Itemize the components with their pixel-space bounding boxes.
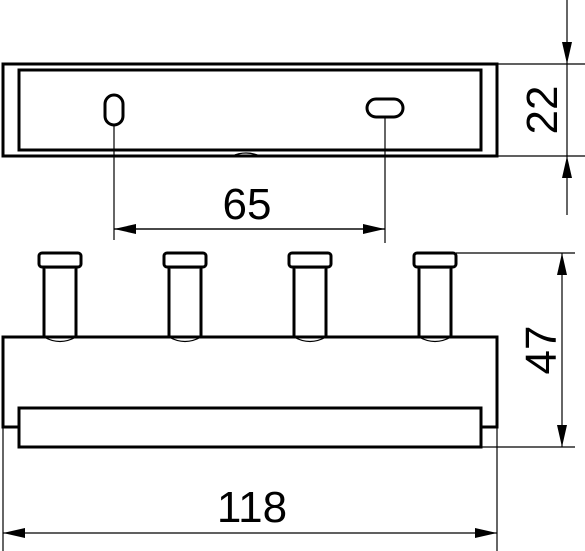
- mounting-hole-vertical: [103, 93, 125, 127]
- dimension-height-top-label: 22: [518, 86, 567, 135]
- front-view-bottom-bar: [17, 406, 483, 449]
- top-view-inner-plate: [17, 68, 483, 152]
- front-view-body: [1, 335, 499, 449]
- hook-pin-4: [412, 251, 458, 343]
- top-view-outer-plate: [1, 62, 499, 158]
- hook-pin-1: [37, 251, 83, 343]
- front-view: [1, 251, 499, 449]
- dimension-height-front-label: 47: [517, 326, 566, 375]
- mounting-hole-horizontal: [365, 97, 405, 119]
- hook-pin-2: [162, 251, 208, 343]
- dimension-width-total: 118: [2, 427, 498, 551]
- hook-pin-3: [287, 251, 333, 343]
- dimension-height-top: 22: [497, 0, 585, 215]
- dimension-hole-spacing: 65: [113, 117, 386, 243]
- dimension-width-total-label: 118: [217, 483, 287, 532]
- dimension-height-front: 47: [456, 252, 575, 448]
- top-view: [1, 62, 499, 158]
- top-view-center-mark: [231, 152, 261, 157]
- dimension-hole-spacing-label: 65: [223, 180, 272, 229]
